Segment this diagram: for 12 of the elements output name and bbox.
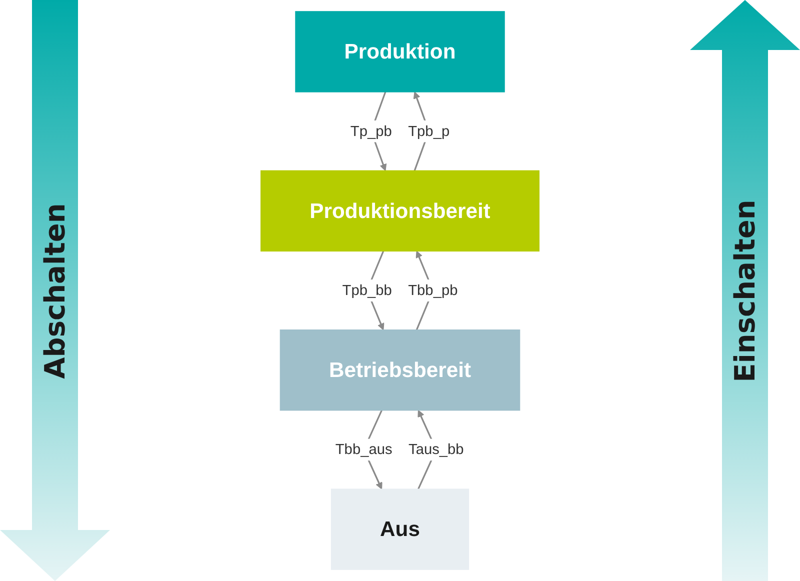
edge-label: Tp_pb [350, 122, 392, 140]
edge-label: Tbb_aus [335, 441, 392, 458]
edge-label: Tpb_bb [342, 282, 392, 298]
edge-label: Taus_bb [408, 441, 464, 458]
arrow-label: Einschalten [728, 199, 762, 382]
arrow-label: Abschalten [38, 202, 72, 378]
edge-label: Tpb_p [408, 122, 450, 140]
node-box: Produktionsbereit [260, 170, 540, 252]
node-box: Betriebsbereit [280, 330, 520, 411]
edge-label: Tbb_pb [408, 282, 458, 298]
node-box: Produktion [295, 11, 505, 92]
node-box: Aus [330, 488, 470, 570]
